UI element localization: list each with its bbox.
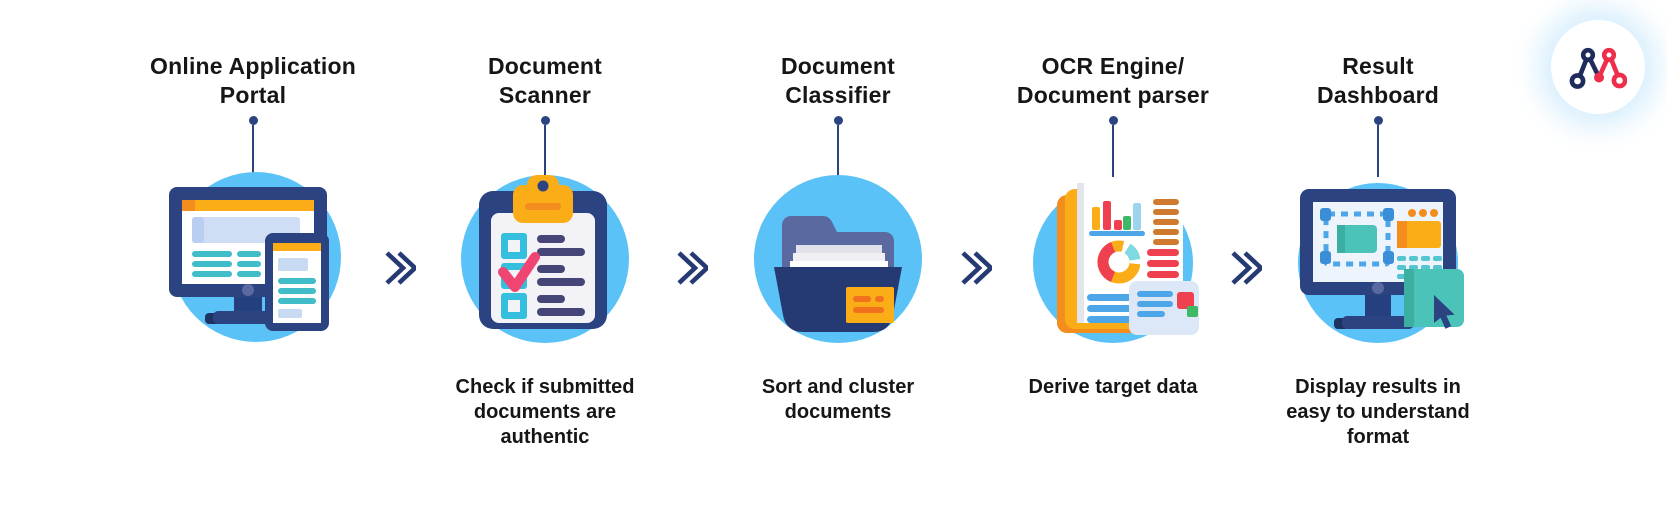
double-chevron-icon bbox=[958, 245, 995, 291]
connector-line bbox=[837, 125, 839, 177]
step-title: Online Application Portal bbox=[150, 52, 356, 110]
step-title-line: Classifier bbox=[785, 81, 891, 108]
step-title: Document Scanner bbox=[488, 52, 602, 110]
process-step-document-classifier: Document Classifier Sort and cluster doc… bbox=[698, 52, 978, 425]
clipboard-checklist-icon bbox=[453, 161, 637, 345]
dashboard-monitor-icon bbox=[1286, 161, 1470, 345]
connector-dot bbox=[833, 116, 843, 125]
connector-dot bbox=[248, 116, 258, 125]
connector-line bbox=[252, 125, 254, 177]
monitor-tablet-icon bbox=[161, 161, 345, 345]
step-title-line: Portal bbox=[219, 81, 287, 108]
process-step-result-dashboard: Result Dashboard bbox=[1238, 52, 1518, 450]
connector-dot bbox=[1373, 116, 1383, 125]
step-caption-line: Display results in bbox=[1295, 376, 1461, 398]
process-step-ocr-engine-document-parser: OCR Engine/ Document parser bbox=[973, 52, 1253, 400]
step-caption-line: authentic bbox=[500, 426, 590, 448]
connector-line bbox=[544, 125, 546, 177]
step-title: Document Classifier bbox=[781, 52, 895, 110]
brand-logo bbox=[1551, 20, 1645, 114]
process-step-document-scanner: Document Scanner bbox=[405, 52, 685, 450]
connector-line bbox=[1377, 125, 1379, 177]
step-caption-line: easy to understand bbox=[1286, 401, 1470, 423]
step-caption-line: documents bbox=[784, 401, 892, 423]
process-step-online-application-portal: Online Application Portal bbox=[113, 52, 393, 375]
connector-line bbox=[1112, 125, 1114, 177]
double-chevron-icon bbox=[674, 245, 711, 291]
double-chevron-icon bbox=[382, 245, 419, 291]
folder-documents-icon bbox=[746, 161, 930, 345]
step-title-line: Online Application bbox=[150, 53, 356, 79]
step-caption: Sort and cluster documents bbox=[762, 375, 914, 425]
step-title-line: Result bbox=[1342, 53, 1414, 79]
step-caption-line: format bbox=[1346, 426, 1410, 448]
ocr-report-icon bbox=[1021, 161, 1205, 345]
step-title: OCR Engine/ Document parser bbox=[1017, 52, 1209, 110]
step-title-line: Document bbox=[487, 53, 603, 79]
molecule-m-logo bbox=[1569, 47, 1627, 89]
double-chevron-icon bbox=[1228, 245, 1265, 291]
connector-dot bbox=[540, 116, 550, 125]
step-title-line: Dashboard bbox=[1317, 81, 1439, 108]
step-caption-line: documents are bbox=[473, 401, 617, 423]
step-caption-line: Sort and cluster bbox=[761, 376, 915, 398]
step-title: Result Dashboard bbox=[1317, 52, 1439, 110]
step-title-line: Scanner bbox=[498, 81, 592, 108]
step-title-line: Document parser bbox=[1016, 81, 1210, 108]
step-caption-line: Check if submitted bbox=[455, 376, 635, 398]
step-title-line: Document bbox=[780, 53, 896, 79]
step-caption: Derive target data bbox=[1029, 375, 1198, 400]
step-caption-line: Derive target data bbox=[1028, 376, 1198, 398]
step-caption: Check if submitted documents are authent… bbox=[456, 375, 635, 450]
step-caption: Display results in easy to understand fo… bbox=[1286, 375, 1469, 450]
step-title-line: OCR Engine/ bbox=[1041, 53, 1185, 79]
connector-dot bbox=[1108, 116, 1118, 125]
